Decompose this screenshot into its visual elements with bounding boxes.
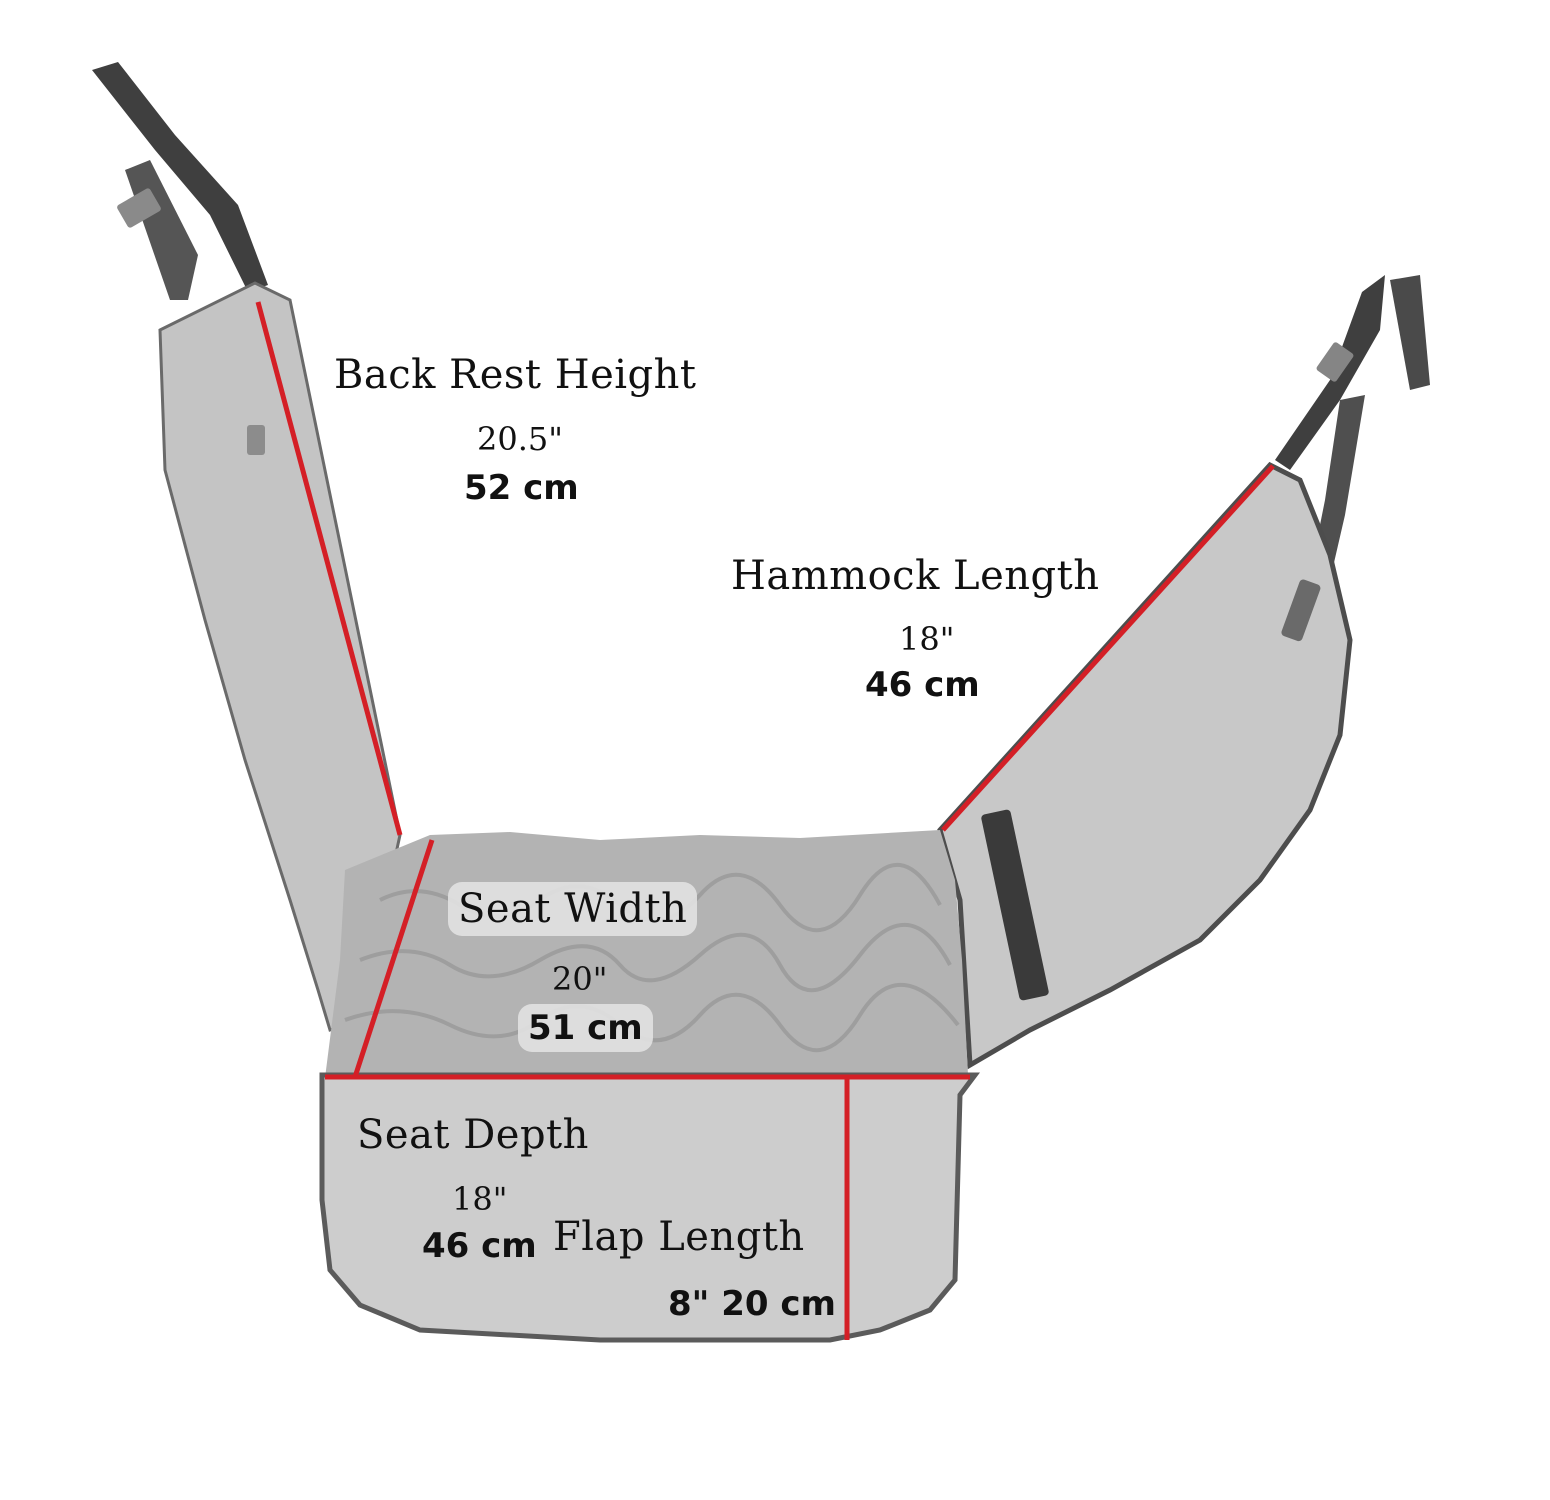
back-rest-inch: 20.5" [477,420,563,458]
back-rest-title: Back Rest Height [334,352,697,398]
hammock-measure-line [941,464,1275,832]
seat-depth-inch: 18" [452,1180,508,1218]
left-buckle-icon [117,188,161,228]
flap-measure: 8" 20 cm [668,1284,836,1324]
hammock-title: Hammock Length [731,553,1100,599]
back-rest-cm: 52 cm [464,468,579,508]
seat-depth-title: Seat Depth [357,1112,589,1158]
hammock-inch: 18" [899,620,955,658]
seat-width-title: Seat Width [448,882,698,936]
right-strap [1275,275,1385,470]
flap-panel [319,1072,980,1343]
hammock-flap-icon [1281,579,1321,642]
hammock-cm: 46 cm [865,665,980,705]
flap-title: Flap Length [553,1214,805,1260]
back-rest-panel [158,281,402,1032]
right-strap-tail [1390,275,1430,390]
back-rest-measure-line [255,301,403,836]
seat-width-inch: 20" [552,960,608,998]
right-buckle-icon [1316,342,1354,382]
hammock-strap-icon [981,809,1049,1001]
hammock-panel [937,461,1353,1070]
left-strap [92,62,268,292]
seat-width-cm: 51 cm [518,1004,653,1052]
seat-depth-cm: 46 cm [422,1226,537,1266]
back-rest-clip-icon [247,425,265,455]
seat-width-measure-line [352,839,435,1078]
